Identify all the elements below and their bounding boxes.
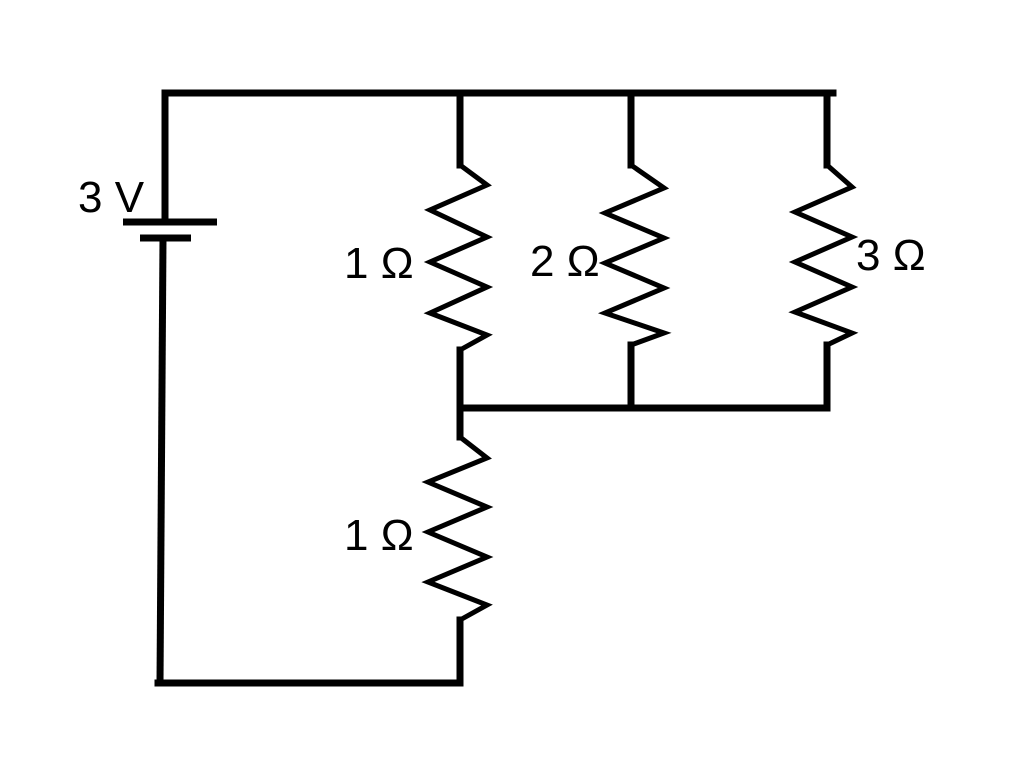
battery: 3 V <box>78 173 217 242</box>
resistor-parallel-1: 1 Ω <box>344 162 494 353</box>
resistor-series: 1 Ω <box>344 435 494 623</box>
wire-left-lower <box>156 234 167 687</box>
resistor-parallel-3: 3 Ω <box>788 163 926 348</box>
resistor-parallel-2: 2 Ω <box>530 162 672 348</box>
resistor-parallel-2-zigzag <box>597 162 672 348</box>
resistor-series-label: 1 Ω <box>344 511 414 560</box>
resistor-parallel-2-label: 2 Ω <box>530 237 600 286</box>
resistor-parallel-3-label: 3 Ω <box>856 231 926 280</box>
resistor-series-zigzag <box>421 435 494 623</box>
resistor-parallel-3-zigzag <box>788 163 859 348</box>
battery-label: 3 V <box>78 173 145 222</box>
wires <box>154 89 837 687</box>
resistor-parallel-1-zigzag <box>423 162 494 353</box>
resistor-parallel-1-label: 1 Ω <box>344 239 414 288</box>
